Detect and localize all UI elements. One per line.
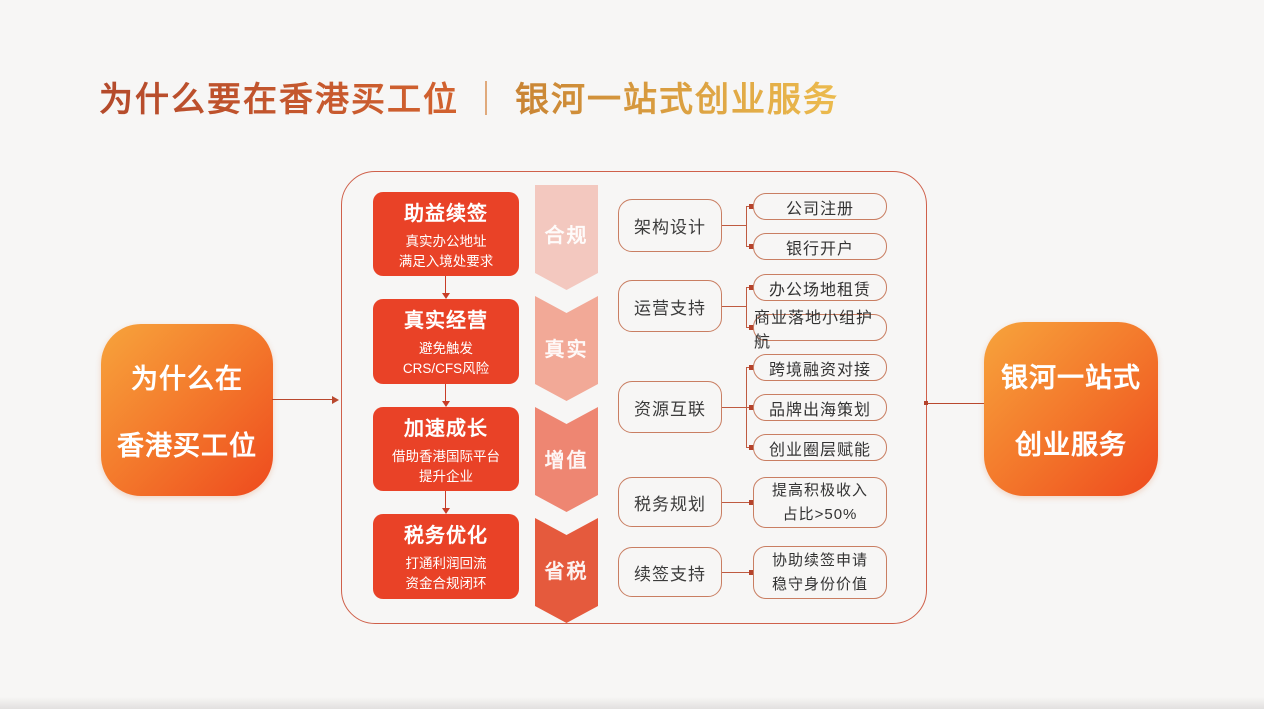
connector-line [722, 572, 753, 574]
service-child-label: 公司注册 [785, 200, 854, 218]
service-child-label: 办公场地租赁 [768, 281, 871, 299]
connector-dot-icon [749, 325, 754, 330]
stage-chevron-compliance: 合规 [535, 185, 598, 290]
service-child-crossborder-finance: 跨境融资对接 [753, 354, 887, 381]
step-subtitle-line2: 满足入境处要求 [398, 253, 494, 269]
arrow-right-icon [332, 395, 339, 404]
stage-label: 真实 [544, 339, 589, 361]
connector-line [746, 206, 748, 247]
left-question-node: 为什么在 香港买工位 [101, 324, 273, 496]
connector-dot-icon [749, 405, 754, 410]
service-child-label: 商业落地小组护航 [754, 309, 874, 351]
service-child-active-income: 提高积极收入 占比>50% [753, 477, 887, 528]
title-divider: ｜ [469, 81, 505, 119]
step-box-growth: 加速成长 借助香港国际平台 提升企业 [373, 407, 519, 491]
stage-label: 省税 [544, 561, 589, 583]
step-connector-line [445, 276, 447, 294]
left-node-line1: 为什么在 [131, 364, 243, 394]
stage-label: 合规 [544, 225, 589, 247]
left-connector-line [272, 399, 333, 401]
connector-dot-icon [749, 500, 754, 505]
service-child-company-reg: 公司注册 [753, 193, 887, 220]
connector-dot-icon [749, 244, 754, 249]
bottom-shade [0, 697, 1264, 709]
stage-chevron-tax-saving: 省税 [535, 518, 598, 623]
connector-dot-icon [749, 365, 754, 370]
step-box-operation: 真实经营 避免触发 CRS/CFS风险 [373, 299, 519, 384]
service-child-label: 银行开户 [785, 240, 854, 258]
connector-dot-icon [749, 204, 754, 209]
service-parent-label: 税务规划 [634, 494, 706, 514]
connector-line [746, 287, 748, 328]
service-child-label-line1: 提高积极收入 [771, 482, 868, 500]
step-subtitle: 真实办公地址 满足入境处要求 [399, 232, 494, 271]
step-subtitle: 借助香港国际平台 提升企业 [392, 447, 500, 486]
service-parent-label: 续签支持 [634, 564, 706, 584]
service-parent-label: 架构设计 [634, 218, 706, 237]
right-node-line2: 创业服务 [1015, 430, 1127, 460]
right-answer-node: 银河一站式 创业服务 [984, 322, 1158, 496]
page-title: 为什么要在香港买工位 ｜ 银河一站式创业服务 [99, 72, 839, 121]
service-child-brand-overseas: 品牌出海策划 [753, 394, 887, 421]
service-child-startup-circle: 创业圈层赋能 [753, 434, 887, 461]
service-parent-resources: 资源互联 [618, 381, 722, 433]
diagram-frame [341, 171, 927, 624]
step-subtitle-line1: 打通利润回流 [405, 556, 487, 572]
stage-chevron-value: 增值 [535, 407, 598, 512]
step-box-tax: 税务优化 打通利润回流 资金合规闭环 [373, 514, 519, 599]
service-child-label-line2: 占比>50% [782, 505, 858, 523]
service-parent-label: 运营支持 [634, 298, 706, 318]
connector-line [722, 407, 747, 409]
service-child-label-line1: 协助续签申请 [771, 552, 868, 570]
arrow-down-icon [441, 293, 450, 299]
service-parent-label: 资源互联 [634, 399, 706, 419]
stage-label: 增值 [544, 450, 589, 472]
step-subtitle-line1: 借助香港国际平台 [392, 448, 500, 464]
service-parent-structure: 架构设计 [618, 199, 722, 252]
step-title: 税务优化 [404, 525, 488, 548]
service-child-office-lease: 办公场地租赁 [753, 274, 887, 301]
connector-line [722, 306, 747, 308]
step-title: 真实经营 [404, 310, 488, 333]
connector-dot-icon [749, 570, 754, 575]
right-connector-line [926, 403, 984, 405]
step-title: 助益续签 [404, 202, 488, 225]
connector-line [722, 225, 747, 227]
stage-chevron-authentic: 真实 [535, 296, 598, 401]
connector-dot-icon [749, 285, 754, 290]
service-parent-operations: 运营支持 [618, 280, 722, 332]
service-child-label: 品牌出海策划 [768, 401, 871, 419]
service-parent-tax-planning: 税务规划 [618, 477, 722, 527]
service-child-landing-team: 商业落地小组护航 [753, 310, 887, 351]
step-subtitle-line2: 提升企业 [419, 468, 473, 484]
connector-dot-icon [749, 445, 754, 450]
right-node-line1: 银河一站式 [1001, 363, 1141, 393]
step-subtitle-line1: 避免触发 [418, 341, 473, 357]
step-subtitle-line2: 资金合规闭环 [405, 576, 487, 591]
service-parent-renewal-support: 续签支持 [618, 547, 722, 597]
service-child-label-line2: 稳守身份价值 [771, 575, 868, 593]
connector-dot-icon [923, 400, 928, 405]
page-title-left: 为什么要在香港买工位 [99, 81, 459, 119]
service-child-label: 创业圈层赋能 [768, 441, 871, 459]
left-node-line2: 香港买工位 [117, 431, 257, 461]
service-child-label: 跨境融资对接 [768, 361, 871, 379]
service-child-bank-account: 银行开户 [753, 233, 887, 260]
service-child-renewal-application: 协助续签申请 稳守身份价值 [753, 546, 887, 599]
step-title: 加速成长 [404, 417, 488, 440]
connector-line [722, 502, 753, 504]
step-connector-line [445, 384, 447, 402]
page-title-right: 银河一站式创业服务 [515, 81, 839, 119]
step-subtitle: 打通利润回流 资金合规闭环 [406, 554, 487, 593]
arrow-down-icon [441, 508, 450, 514]
step-subtitle-line1: 真实办公地址 [405, 233, 487, 249]
step-box-renewal: 助益续签 真实办公地址 满足入境处要求 [373, 192, 519, 276]
step-connector-line [445, 491, 447, 509]
step-subtitle-line2: CRS/CFS风险 [402, 361, 490, 376]
arrow-down-icon [441, 401, 450, 407]
step-subtitle: 避免触发 CRS/CFS风险 [403, 339, 489, 378]
